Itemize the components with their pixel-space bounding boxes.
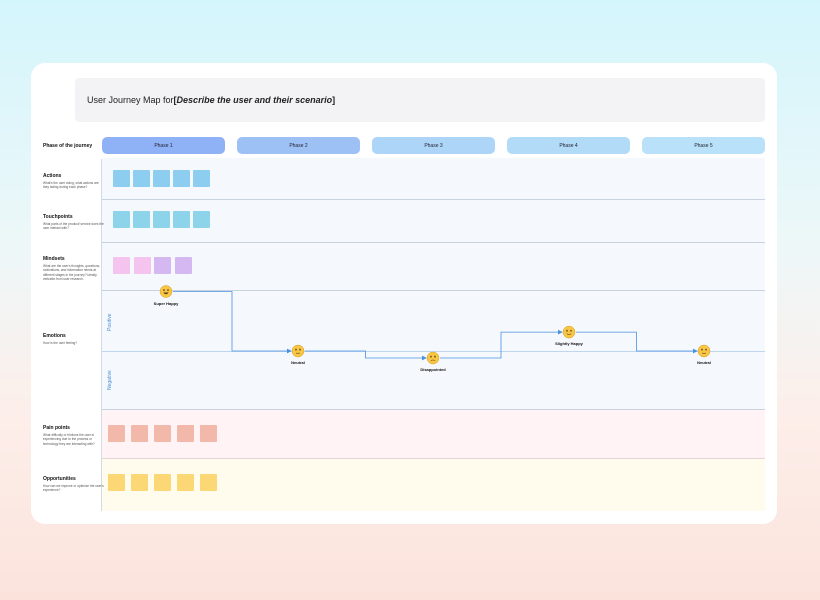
mindsets-subtitle: What are the user's thoughts, questions,… [43,264,100,281]
lane-divider [102,409,765,410]
positive-axis-label: Positive [107,313,113,331]
phase-4-header[interactable]: Phase 4 [507,137,630,154]
pain-points-subtitle: What difficulty or frictions the user is… [43,433,95,446]
mindsets-lane [102,243,765,290]
lane-divider [102,242,765,243]
touchpoints-label: Touchpoints What parts of the product/ s… [43,214,105,231]
phase-row-label: Phase of the journey [43,143,93,149]
opportunities-sticky-note[interactable] [177,474,194,491]
actions-sticky-note[interactable] [133,170,150,187]
opportunities-subtitle: How can we improve or optimize the user'… [43,484,104,493]
touchpoints-subtitle: What parts of the product/ service does … [43,222,104,231]
lane-divider [102,458,765,459]
opportunities-title: Opportunities [43,476,76,482]
lane-divider [102,199,765,200]
label-divider [101,159,102,511]
actions-subtitle: What's the user doing, what actions are … [43,181,99,190]
touchpoints-sticky-note[interactable] [153,211,170,228]
journey-map-board: User Journey Map for [Describe the user … [31,63,777,524]
pain-points-sticky-note[interactable] [131,425,148,442]
phase-2-header[interactable]: Phase 2 [237,137,360,154]
pain-points-sticky-note[interactable] [154,425,171,442]
actions-label: Actions What's the user doing, what acti… [43,173,105,190]
actions-lane [102,158,765,200]
pain-points-sticky-note[interactable] [200,425,217,442]
mindsets-label: Mindsets What are the user's thoughts, q… [43,256,105,281]
mindsets-title: Mindsets [43,256,65,262]
opportunities-sticky-note[interactable] [108,474,125,491]
actions-sticky-note[interactable] [113,170,130,187]
opportunities-sticky-note[interactable] [200,474,217,491]
lane-divider [102,290,765,291]
phase-5-header[interactable]: Phase 5 [642,137,765,154]
touchpoints-title: Touchpoints [43,214,73,220]
opportunities-sticky-note[interactable] [154,474,171,491]
emotions-title: Emotions [43,333,66,339]
actions-sticky-note[interactable] [173,170,190,187]
opportunities-label: Opportunities How can we improve or opti… [43,476,105,493]
negative-axis-label: Negative [107,370,113,390]
mindsets-sticky-note[interactable] [154,257,171,274]
title-close-bracket: ] [332,95,336,105]
opportunities-sticky-note[interactable] [131,474,148,491]
touchpoints-sticky-note[interactable] [193,211,210,228]
mindsets-sticky-note[interactable] [133,257,151,274]
touchpoints-lane [102,200,765,242]
title-open-bracket: [ [173,95,177,105]
pain-points-label: Pain points What difficulty or frictions… [43,425,105,446]
title-prefix: User Journey Map for [87,95,174,105]
touchpoints-sticky-note[interactable] [113,211,130,228]
actions-sticky-note[interactable] [193,170,210,187]
actions-sticky-note[interactable] [153,170,170,187]
emotion-label: Disappointed [420,367,446,372]
pain-points-sticky-note[interactable] [108,425,125,442]
emotions-subtitle: How is the user feeling? [43,341,78,345]
title-emphasis: Describe the user and their scenario [176,95,333,105]
emotion-label: Super Happy [153,300,179,306]
phase-3-header[interactable]: Phase 3 [372,137,495,154]
emotion-midline [102,351,765,352]
emotion-label: Slightly Happy [555,341,583,347]
title-bar: User Journey Map for [Describe the user … [75,78,765,122]
pain-points-sticky-note[interactable] [177,425,194,442]
emotions-label: Emotions How is the user feeling? [43,333,105,345]
phase-1-header[interactable]: Phase 1 [102,137,225,154]
emotions-lane [102,291,765,409]
mindsets-sticky-note[interactable] [113,257,130,274]
actions-title: Actions [43,173,62,179]
touchpoints-sticky-note[interactable] [173,211,190,228]
touchpoints-sticky-note[interactable] [133,211,150,228]
pain-points-title: Pain points [43,425,70,431]
emotion-label: Neutral [291,360,305,365]
emotion-label: Neutral [697,360,711,365]
mindsets-sticky-note[interactable] [174,257,192,274]
